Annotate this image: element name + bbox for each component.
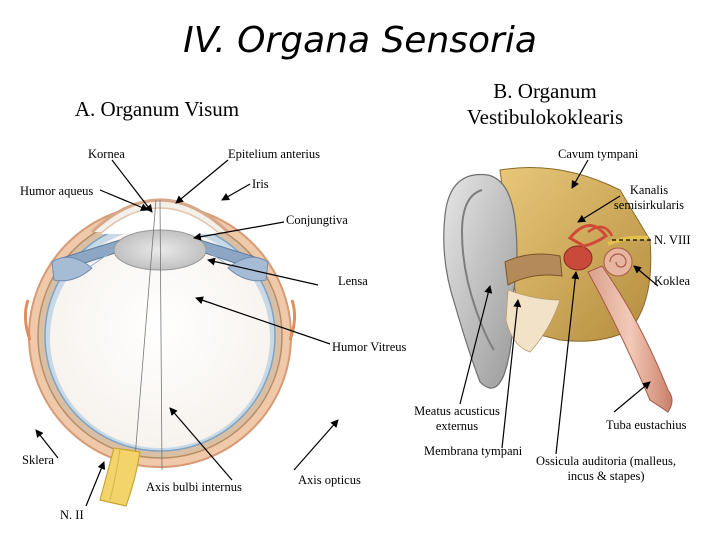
heading-right-line-1: B. Organum — [493, 79, 597, 103]
label-n-ii: N. II — [60, 508, 84, 522]
label-axis-bulbi-internus: Axis bulbi internus — [146, 480, 242, 494]
label-sklera: Sklera — [22, 453, 54, 467]
label-axis-opticus: Axis opticus — [298, 473, 361, 487]
label-cavum-tympani: Cavum tympani — [558, 147, 639, 161]
label-conjungtiva: Conjungtiva — [286, 213, 348, 227]
label-n-viii: N. VIII — [654, 233, 691, 247]
label-humor-vitreus: Humor Vitreus — [330, 340, 409, 355]
ear-illustration — [443, 167, 673, 413]
label-tuba-eustachius: Tuba eustachius — [606, 418, 687, 432]
label-epitelium-anterius: Epitelium anterius — [228, 147, 320, 161]
label-membrana-tympani: Membrana tympani — [424, 444, 523, 458]
heading-organum-vestibulokoklearis: B. Organum Vestibulokoklearis — [440, 78, 650, 130]
label-kornea: Kornea — [88, 147, 125, 161]
label-ossicula-auditoria: Ossicula auditoria (malleus, incus & sta… — [518, 454, 694, 484]
label-koklea: Koklea — [654, 274, 691, 288]
heading-organum-visum: A. Organum Visum — [74, 97, 240, 121]
label-ossicula-line-1: Ossicula auditoria (malleus, — [536, 454, 676, 468]
label-meatus-line-1: Meatus acusticus — [414, 404, 500, 418]
leader-lines — [35, 159, 659, 507]
label-iris: Iris — [252, 177, 269, 191]
slide-title: IV. Organa Sensoria — [183, 20, 537, 61]
label-meatus-acusticus-externus: Meatus acusticus externus — [402, 404, 512, 434]
label-meatus-line-2: externus — [435, 419, 479, 433]
label-ossicula-line-2: incus & stapes) — [567, 469, 645, 483]
label-kanalis-line-1: Kanalis — [629, 183, 669, 197]
eye-illustration — [23, 198, 297, 507]
label-lensa: Lensa — [338, 274, 368, 288]
label-kanalis-line-2: semisirkularis — [613, 198, 685, 212]
label-humor-aqueus: Humor aqueus — [20, 184, 94, 198]
heading-right-line-2: Vestibulokoklearis — [466, 105, 624, 129]
label-kanalis-semisirkularis: Kanalis semisirkularis — [604, 183, 694, 213]
